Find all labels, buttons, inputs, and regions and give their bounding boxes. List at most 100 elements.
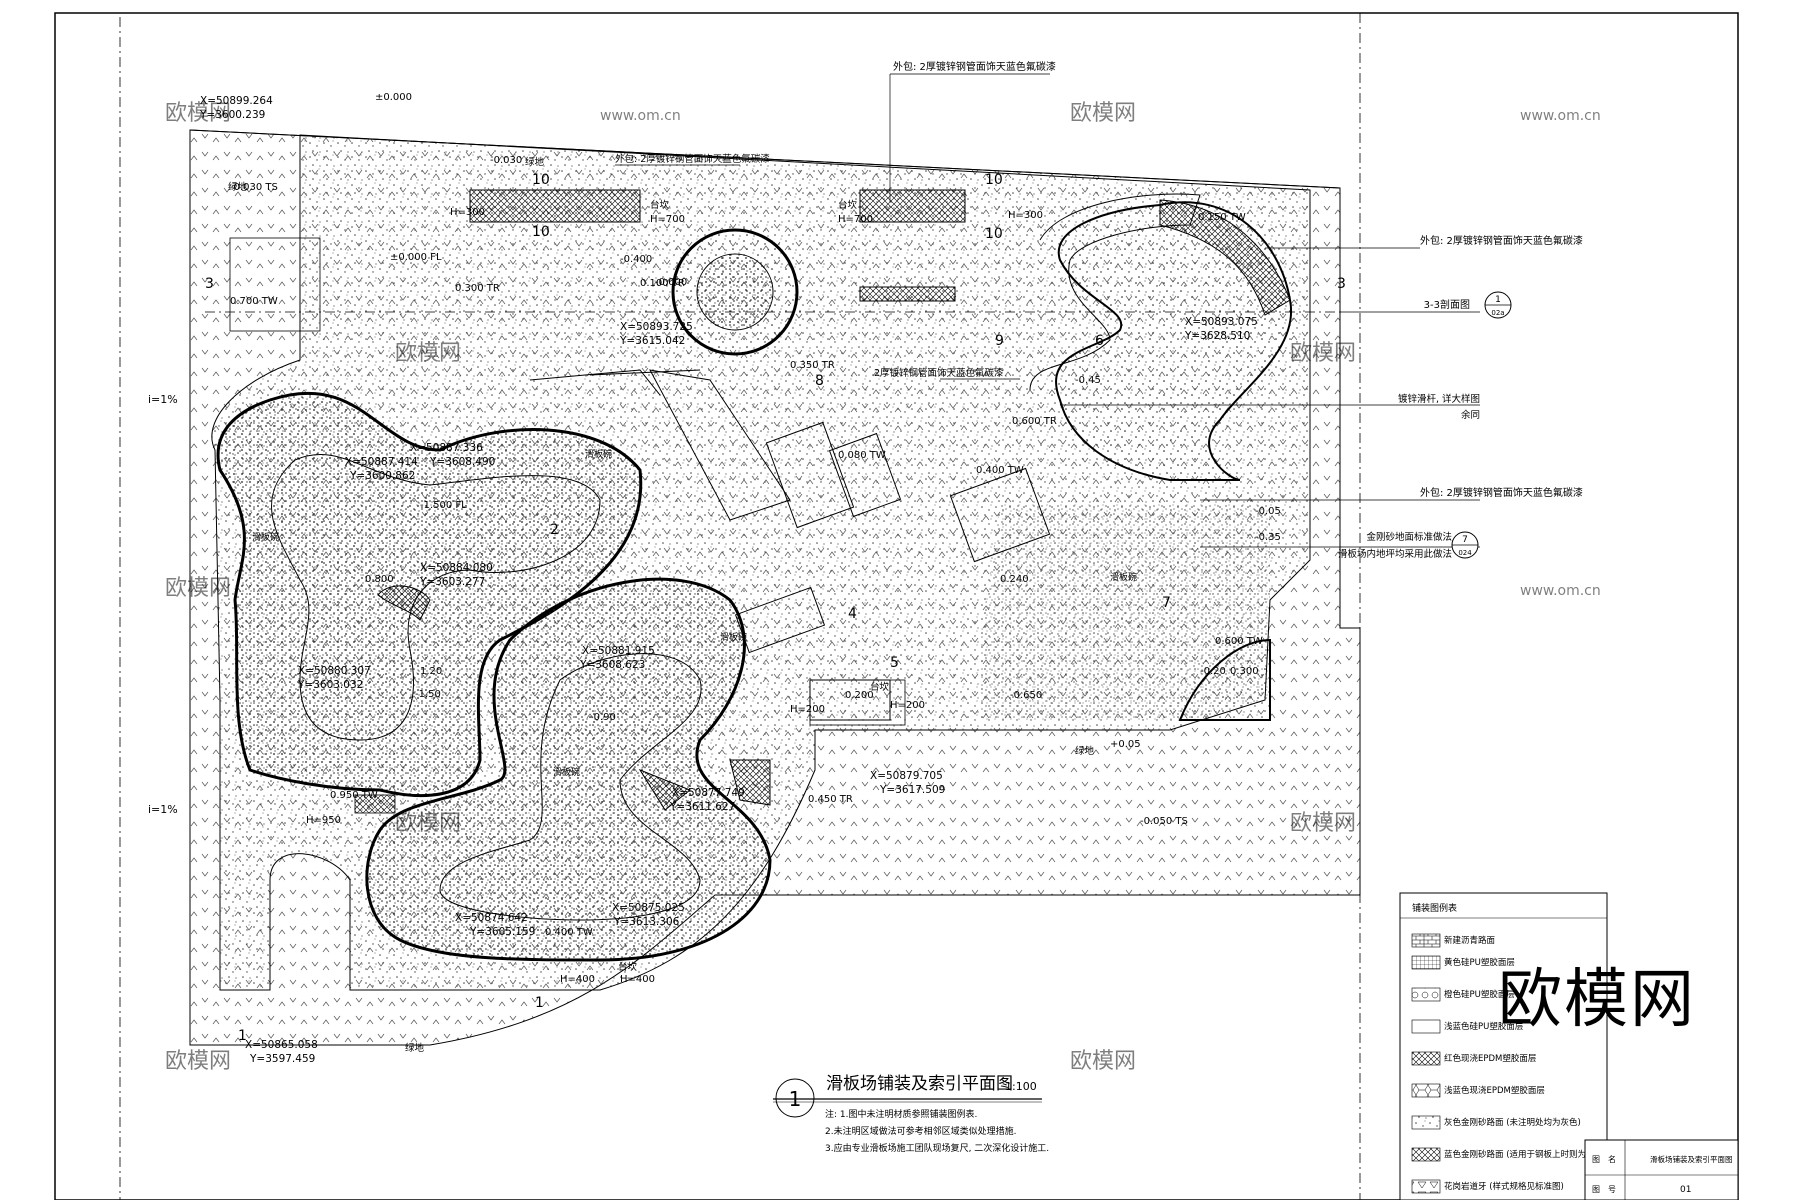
- plaza-label-7: 绿地: [405, 1042, 425, 1054]
- step-box: [809, 679, 906, 726]
- section-marker-3: 10: [985, 226, 1003, 242]
- plaza-label-5: 绿地: [228, 181, 248, 193]
- coord-x-10: X=50875.025: [612, 902, 685, 914]
- note-2: 3.应由专业滑板场施工团队现场复尺, 二次深化设计施工.: [825, 1142, 1049, 1154]
- legend-item-6: 蓝色金刚砂路面 (适用于钢板上时则为氟碳漆): [1444, 1149, 1615, 1160]
- bowl-c-coping: [1159, 199, 1291, 316]
- svg-text:1: 1: [1495, 295, 1501, 305]
- legend: 铺装图例表 黄色硅PU塑胶面层 橙色硅PU塑胶面层 浅蓝色硅PU塑胶面层 红色现…: [1399, 892, 1615, 1200]
- elev-12: 0.600 TW: [1215, 636, 1263, 647]
- legend-swatch-1: [1411, 987, 1441, 1002]
- coord-x-0: X=50899.264: [200, 95, 273, 107]
- coord-x-8: X=50879.705: [870, 770, 943, 782]
- bowl-c-edge: [1029, 193, 1201, 391]
- section-marker-7: 1: [238, 1028, 247, 1044]
- height-8: H=200: [890, 700, 925, 711]
- watermark-3: www.om.cn: [1520, 108, 1601, 124]
- coord-y-11: Y=3605.159: [469, 926, 535, 938]
- elev-21: 0.240: [1000, 574, 1029, 585]
- legend-swatch-3: [1411, 1051, 1441, 1066]
- title-scale: 1:100: [1005, 1080, 1037, 1093]
- coord-y-6: Y=3603.032: [297, 679, 363, 691]
- legend-item-4: 浅蓝色现浇EPDM塑胶面层: [1444, 1085, 1545, 1096]
- coord-y-5: Y=3603.277: [419, 576, 485, 588]
- leaders: [615, 73, 1480, 548]
- height-labels: H=300 H=700 H=700 H=300 H=400 H=400 H=95…: [306, 207, 1043, 985]
- elev-1: -0.030: [490, 155, 522, 166]
- plaza-label-1: 台坎: [838, 199, 858, 211]
- elev-16: -0.20: [1200, 666, 1226, 677]
- note-right2a: 镀锌滑杆, 详大样图: [1398, 393, 1480, 405]
- note-inner2: 2厚镀锌钢管面饰天蓝色氟碳漆: [874, 367, 1004, 379]
- rail-ledge-top-right: [859, 189, 966, 223]
- section-marker-11: 6: [1095, 333, 1104, 349]
- legend-title: 铺装图例表: [1412, 902, 1457, 914]
- elev-6: -0.600: [655, 277, 687, 288]
- watermark-8: 欧模网: [395, 811, 461, 836]
- coord-x-4: X=50887.414: [345, 456, 418, 468]
- elev-26: 0.450 TR: [808, 794, 853, 805]
- elev-32: -0.90: [590, 712, 616, 723]
- elev-19: 0.150 TW: [1198, 212, 1246, 223]
- ref-bubble-7: 7 024: [1451, 531, 1479, 559]
- elev-31: 0.300: [1230, 666, 1259, 677]
- note-top: 外包: 2厚镀锌钢管面饰天蓝色氟碳漆: [893, 60, 1056, 73]
- watermark-5: 欧模网: [1290, 341, 1356, 366]
- section-marker-8: 2: [550, 522, 559, 538]
- watermark-1: www.om.cn: [600, 108, 681, 124]
- plaza-label-3: 台坎: [870, 681, 890, 693]
- coord-x-6: X=50880.307: [298, 665, 371, 677]
- legend-swatch-0: [1411, 955, 1441, 970]
- section-marker-10: 5: [890, 655, 899, 671]
- watermarks: 欧模网 www.om.cn 欧模网 www.om.cn 欧模网 欧模网 欧模网 …: [165, 101, 1601, 1074]
- coord-y-12: Y=3597.459: [249, 1053, 315, 1065]
- bowl-label-4: 滑板碗: [1110, 571, 1137, 583]
- coord-y-9: Y=3611.627: [669, 801, 735, 813]
- bowl-a-inner: [271, 454, 601, 741]
- note-right4a: 金刚砂地面标准做法: [1366, 531, 1452, 543]
- section-marker-9: 4: [848, 606, 857, 622]
- boundary-dashed: [119, 12, 1361, 1200]
- svg-text:024: 024: [1458, 549, 1472, 557]
- watermark-4: 欧模网: [395, 341, 461, 366]
- elev-20: 0.200: [845, 690, 874, 701]
- elev-27: 0.400 TW: [545, 927, 593, 938]
- section-marker-0: 10: [532, 172, 550, 188]
- elev-11: 0.950 TW: [330, 790, 378, 801]
- coord-x-3: X=50887.336: [410, 442, 483, 454]
- watermark-7: www.om.cn: [1520, 583, 1601, 599]
- elev-28: -0.45: [1075, 375, 1101, 386]
- elev-7: 0.350 TR: [790, 360, 835, 371]
- coord-x-2: X=50893.075: [1185, 316, 1258, 328]
- notes: 注: 1.图中未注明材质参照铺装图例表. 2.未注明区域做法可参考相邻区域类似处…: [825, 1108, 1049, 1154]
- coord-x-9: X=50877.749: [672, 787, 745, 799]
- elev-29: -0.650: [1010, 690, 1042, 701]
- title-block: 图 名 滑板场铺装及索引平面图 图 号 01: [1584, 1139, 1739, 1200]
- elev-30: 0.800: [365, 574, 394, 585]
- tb-label1: 图: [1592, 1155, 1600, 1164]
- stair-left: [229, 237, 321, 332]
- plaza-labels: 台坎 台坎 台坎 台坎 绿地 绿地 绿地 绿地: [228, 156, 1095, 1054]
- note-1: 2.未注明区域做法可参考相邻区域类似处理措施.: [825, 1125, 1016, 1137]
- tb-number: 01: [1680, 1185, 1691, 1195]
- plaza-label-2: 台坎: [618, 961, 638, 973]
- section-marker-1: 10: [532, 224, 550, 240]
- section-marker-4: 3: [205, 276, 214, 292]
- section-marker-2: 10: [985, 172, 1003, 188]
- note-right3: 外包: 2厚镀锌钢管面饰天蓝色氟碳漆: [1420, 486, 1583, 499]
- legend-item-8: 新建沥青路面: [1444, 935, 1496, 946]
- coord-y-8: Y=3617.509: [879, 784, 945, 796]
- elev-24: +0.05: [1110, 739, 1141, 750]
- title-text: 滑板场铺装及索引平面图: [826, 1074, 1013, 1094]
- bowl-b-inner: [439, 653, 702, 921]
- legend-swatch-5: [1411, 1115, 1441, 1130]
- elev-3: 0.300 TR: [455, 283, 500, 294]
- height-4: H=400: [560, 974, 595, 985]
- plaza-surface: [211, 134, 1311, 991]
- legend-swatch-4: [1411, 1083, 1441, 1098]
- bowl-label-2: 滑板碗: [553, 766, 580, 778]
- elev-13: -1.500 FL: [420, 500, 467, 511]
- elev-25: -0.050 TS: [1140, 816, 1188, 827]
